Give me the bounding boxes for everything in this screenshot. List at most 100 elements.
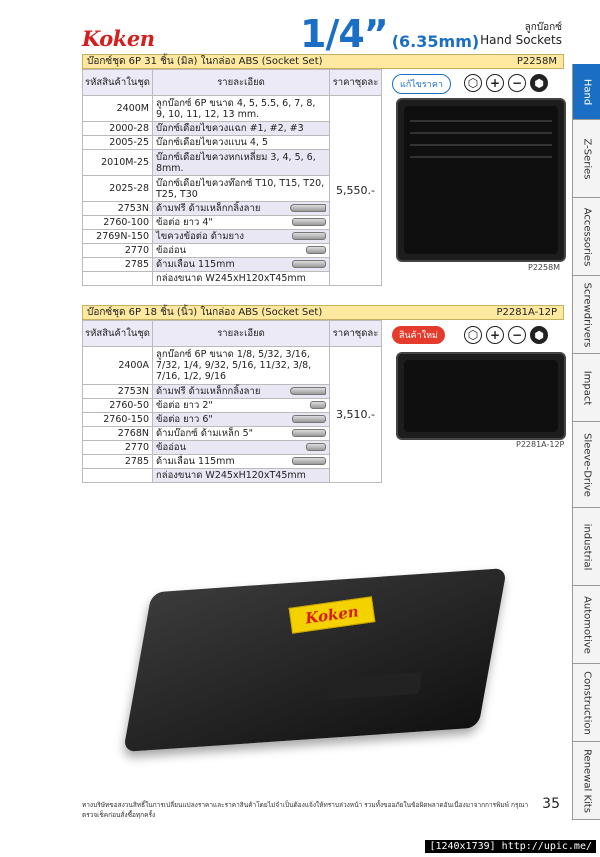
tab-label: Renewal Kits	[581, 748, 592, 813]
set-code: P2258M	[516, 56, 557, 67]
watermark: [1240x1739] http://upic.me/	[425, 840, 596, 853]
part-code: 2760-50	[82, 398, 153, 413]
tab-sleeve-drive[interactable]: Sleeve-Drive	[572, 422, 600, 508]
part-desc-with-icon: ด้ามฟรี ด้ามเหล็กกลิ้งลาย	[152, 384, 330, 399]
section-title-bar: บ๊อกซ์ชุด 6P 18 ชิ้น (นิ้ว) ในกล่อง ABS …	[82, 305, 564, 320]
part-desc: ไขควงข้อต่อ ด้ามยาง	[156, 231, 245, 242]
hex-bit-icon: ⬢	[530, 326, 548, 344]
col-header-code: รหัสสินค้าในชุด	[82, 69, 153, 96]
col-header-price: ราคาชุดละ	[329, 69, 382, 96]
tab-z-series[interactable]: Z-Series	[572, 120, 600, 198]
hex-socket-icon: ⬡	[464, 326, 482, 344]
phillips-icon: +	[486, 326, 504, 344]
case-ridge	[410, 132, 552, 134]
sliding-t-bar-icon	[292, 457, 326, 465]
image-caption: P2281A-12P	[516, 440, 565, 449]
part-code: 2400A	[82, 346, 153, 385]
set-price: 3,510.-	[329, 346, 382, 483]
part-desc: บ๊อกซ์เดือยไขควงแฉก #1, #2, #3	[152, 121, 330, 136]
part-desc: ข้อต่อ ยาว 4"	[156, 217, 213, 228]
tab-label: Hand	[581, 78, 592, 105]
spinner-handle-icon	[292, 232, 326, 240]
disclaimer-note: ทางบริษัทขอสงวนสิทธิ์ในการเปลี่ยนแปลงราค…	[82, 801, 529, 819]
part-code: 2770	[82, 440, 153, 455]
tab-label: Z-Series	[581, 137, 592, 180]
page-number: 35	[542, 796, 560, 812]
case-photo	[396, 98, 566, 262]
bit-type-icons: ⬡ + − ⬢	[464, 326, 548, 344]
part-code: 2785	[82, 454, 153, 469]
tab-accessories[interactable]: Accessories	[572, 198, 600, 276]
case-photo	[396, 352, 566, 440]
part-desc: บ๊อกซ์เดือยไขควงท๊อกซ์ T10, T15, T20, T2…	[152, 175, 330, 202]
slotted-icon: −	[508, 326, 526, 344]
part-desc-with-icon: ข้อต่อ ยาว 4"	[152, 215, 330, 230]
part-desc-with-icon: ด้ามฟรี ด้ามเหล็กกลิ้งลาย	[152, 201, 330, 216]
hex-bit-icon: ⬢	[530, 74, 548, 92]
hex-socket-icon: ⬡	[464, 74, 482, 92]
extension-bar-icon	[310, 401, 326, 409]
col-header-desc: รายละเอียด	[152, 69, 330, 96]
part-code	[82, 468, 153, 483]
closed-case-photo: Koken	[123, 567, 507, 753]
phillips-icon: +	[486, 74, 504, 92]
drive-size-mm: (6.35mm)	[391, 32, 480, 51]
product-section-p2258m: บ๊อกซ์ชุด 6P 31 ชิ้น (มิล) ในกล่อง ABS (…	[82, 54, 564, 286]
part-desc: ข้อต่อ ยาว 6"	[156, 414, 213, 425]
tab-industrial[interactable]: industrial	[572, 508, 600, 586]
tab-hand[interactable]: Hand	[572, 64, 600, 120]
part-desc: ข้ออ่อน	[156, 245, 187, 256]
tab-label: Impact	[581, 370, 592, 405]
part-desc: ข้อต่อ ยาว 2"	[156, 400, 213, 411]
part-code: 2025-28	[82, 175, 153, 202]
case-ridge	[410, 156, 552, 158]
part-desc: ด้ามเลื่อน 115mm	[156, 456, 235, 467]
part-desc: ลูกบ๊อกซ์ 6P ขนาด 4, 5, 5.5, 6, 7, 8, 9,…	[152, 95, 330, 122]
tab-impact[interactable]: Impact	[572, 354, 600, 422]
extension-bar-icon	[292, 415, 326, 423]
part-desc: ลูกบ๊อกซ์ 6P ขนาด 1/8, 5/32, 3/16, 7/32,…	[152, 346, 330, 385]
component-table: รหัสสินค้าในชุด รายละเอียด ราคาชุดละ 240…	[82, 320, 382, 483]
tab-automotive[interactable]: Automotive	[572, 586, 600, 664]
table-row: 2400M ลูกบ๊อกซ์ 6P ขนาด 4, 5, 5.5, 6, 7,…	[82, 95, 382, 286]
part-desc-with-icon: ข้ออ่อน	[152, 440, 330, 455]
ratchet-icon	[290, 387, 326, 395]
part-code: 2753N	[82, 201, 153, 216]
tab-screwdrivers[interactable]: Screwdrivers	[572, 276, 600, 354]
image-caption: P2258M	[528, 263, 561, 272]
part-code: 2770	[82, 243, 153, 258]
part-desc-with-icon: ข้อต่อ ยาว 2"	[152, 398, 330, 413]
tab-label: Sleeve-Drive	[581, 432, 592, 497]
tab-renewal-kits[interactable]: Renewal Kits	[572, 742, 600, 820]
part-desc: ด้ามบ๊อกซ์ ด้ามเหล็ก 5"	[156, 428, 254, 439]
part-desc: ด้ามเลื่อน 115mm	[156, 259, 235, 270]
part-desc: กล่องขนาด W245xH120xT45mm	[152, 271, 330, 286]
extension-bar-icon	[292, 218, 326, 226]
tab-label: industrial	[581, 523, 592, 570]
sliding-t-bar-icon	[292, 260, 326, 268]
side-tab-index: Hand Z-Series Accessories Screwdrivers I…	[572, 64, 600, 820]
universal-joint-icon	[306, 443, 326, 451]
price-revised-badge: แก้ไขราคา	[392, 74, 451, 94]
part-desc-with-icon: ด้ามบ๊อกซ์ ด้ามเหล็ก 5"	[152, 426, 330, 441]
tab-label: Accessories	[581, 207, 592, 266]
part-desc: บ๊อกซ์เดือยไขควงหกเหลี่ยม 3, 4, 5, 6, 8m…	[152, 149, 330, 176]
tab-construction[interactable]: Construction	[572, 664, 600, 742]
ratchet-icon	[290, 204, 326, 212]
drive-size-title: 1/4”(6.35mm)	[300, 12, 479, 56]
case-interior	[404, 360, 558, 432]
category-thai: ลูกบ๊อกซ์	[524, 22, 562, 33]
part-desc-with-icon: ข้อต่อ ยาว 6"	[152, 412, 330, 427]
part-desc: ข้ออ่อน	[156, 442, 187, 453]
part-desc: บ๊อกซ์เดือยไขควงแบน 4, 5	[152, 135, 330, 150]
table-row: 2400A ลูกบ๊อกซ์ 6P ขนาด 1/8, 5/32, 3/16,…	[82, 346, 382, 483]
part-code: 2768N	[82, 426, 153, 441]
